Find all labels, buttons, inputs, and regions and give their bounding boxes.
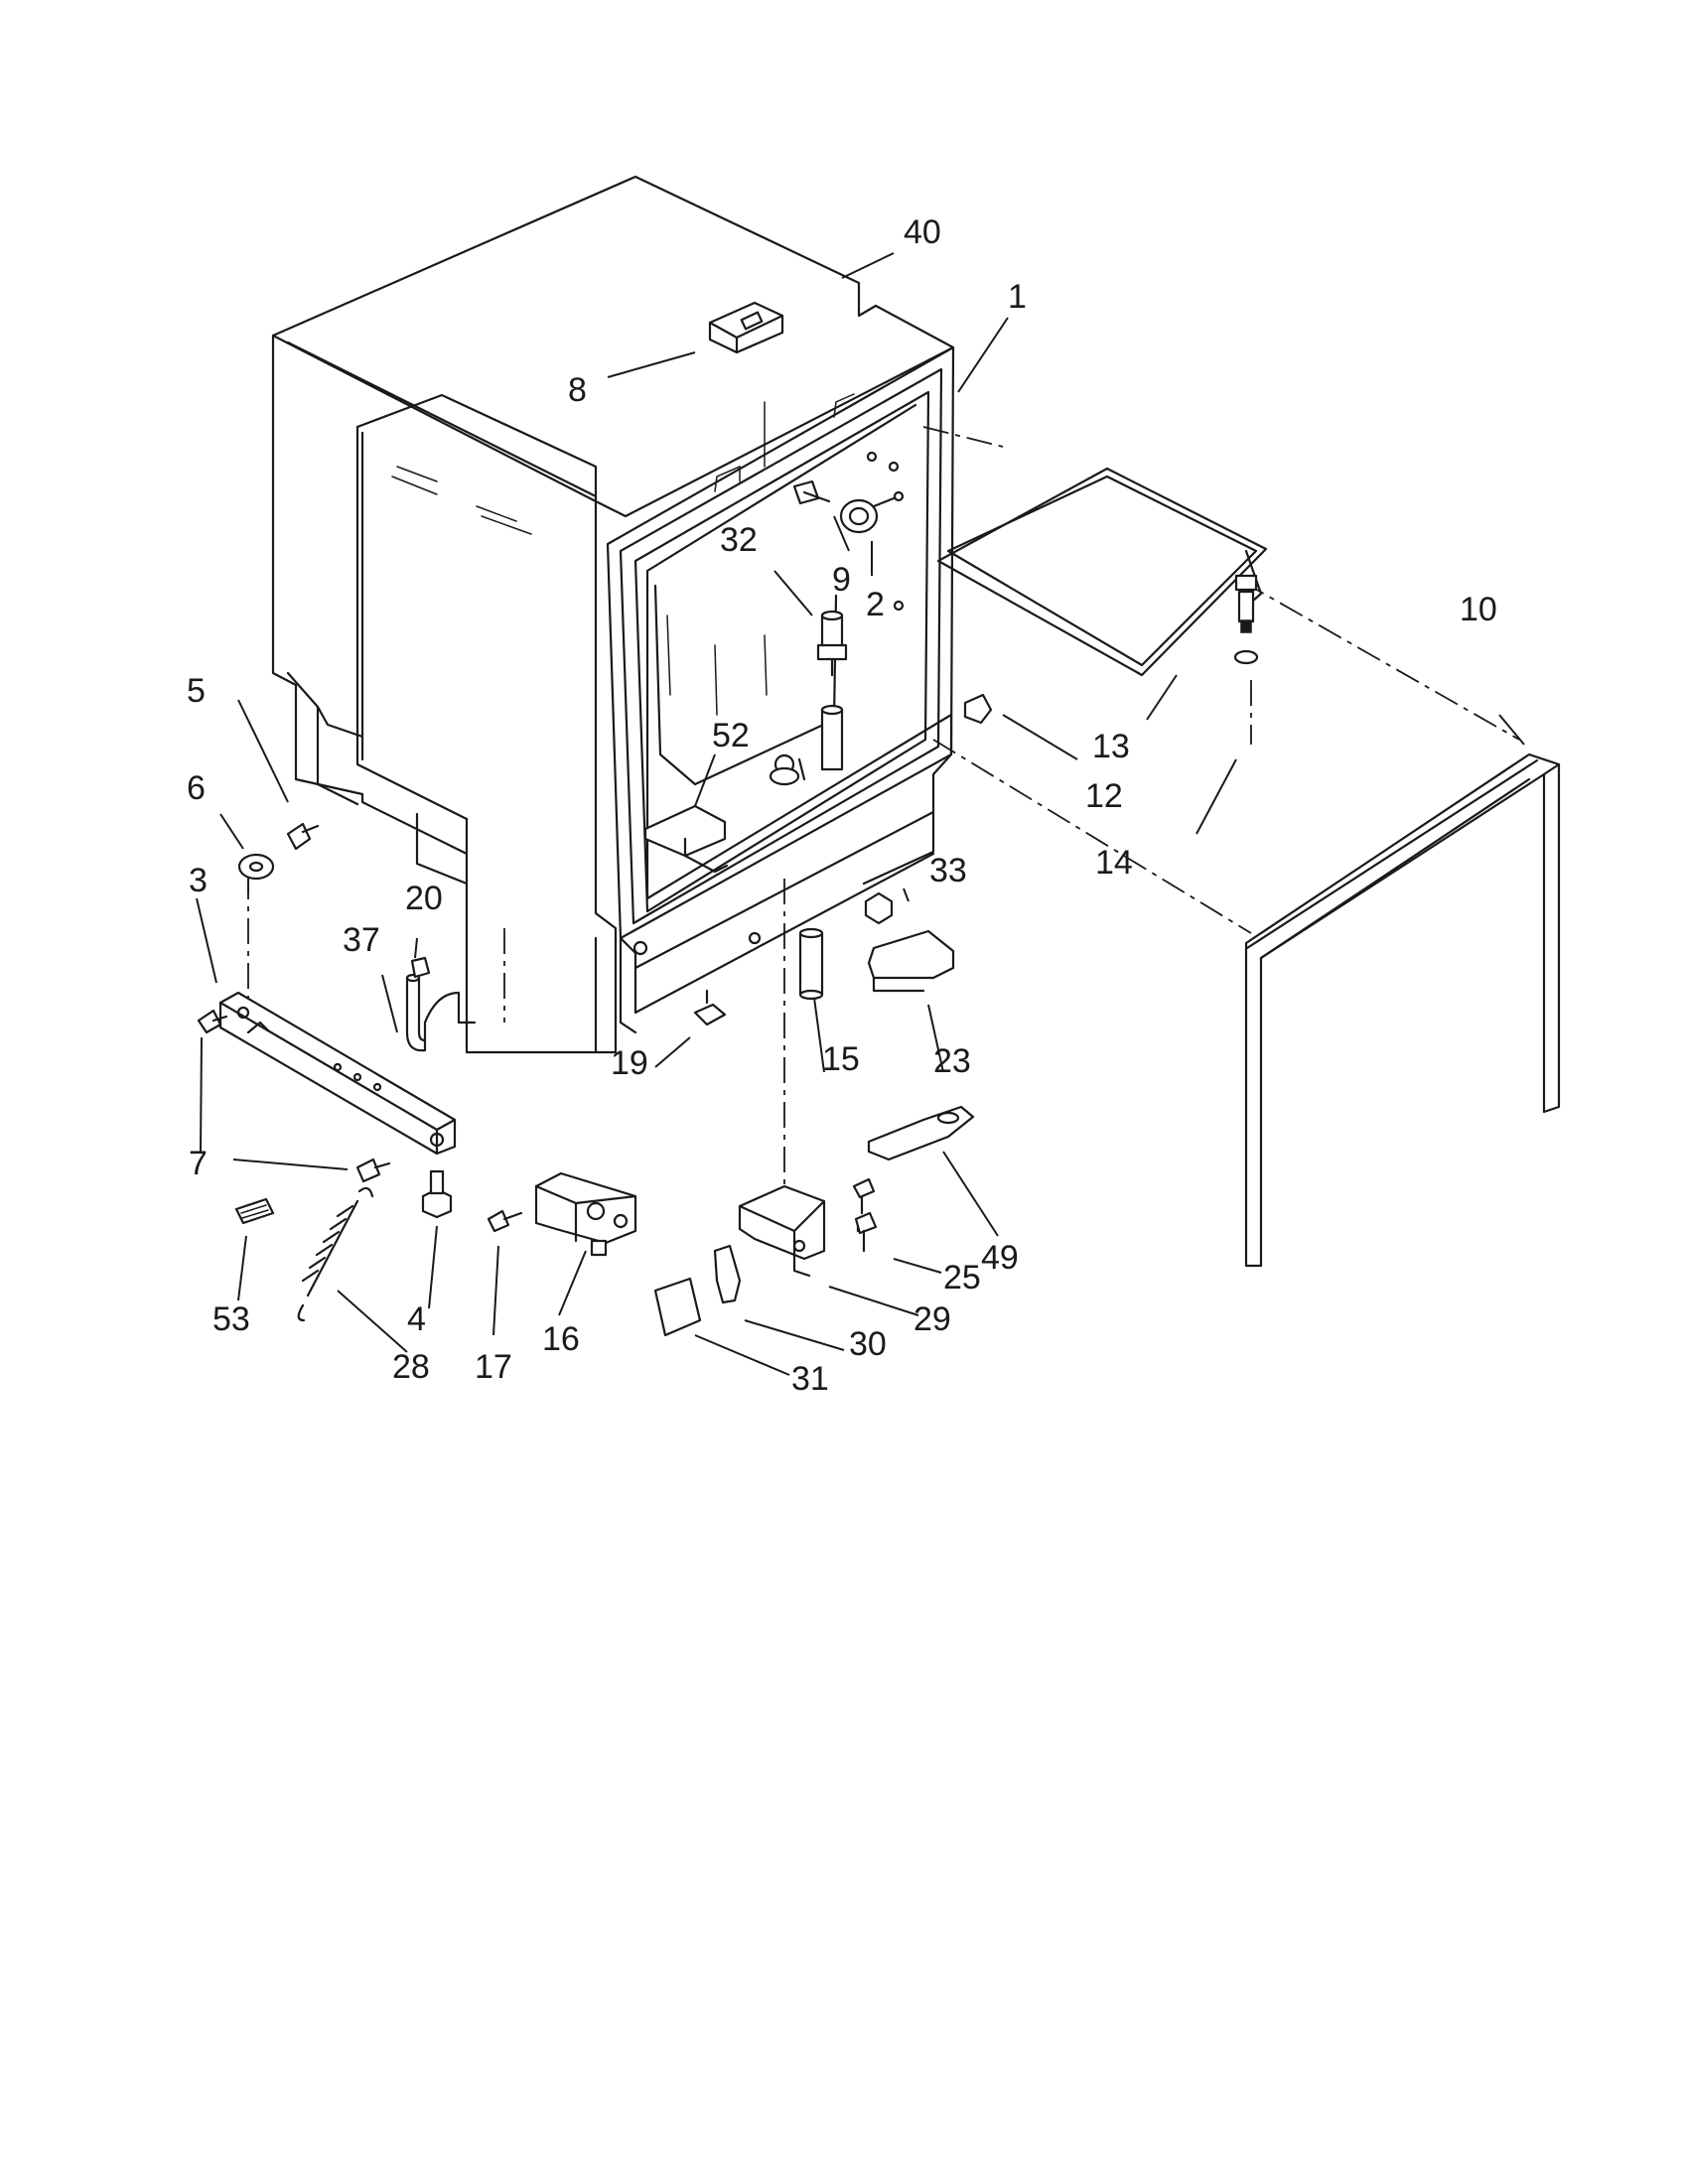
part-2-fitting xyxy=(839,496,896,534)
callout-10: 10 xyxy=(1460,591,1497,628)
part-32-nozzle xyxy=(816,610,848,771)
callout-2: 2 xyxy=(866,586,885,623)
part-15-tube xyxy=(798,927,824,1001)
callout-52: 52 xyxy=(712,717,750,754)
part-7-screw xyxy=(197,1009,391,1183)
part-8-clip xyxy=(708,301,784,354)
callout-32: 32 xyxy=(720,521,758,559)
part-12-clip xyxy=(963,693,993,725)
callout-labels: 40 1 8 9 2 32 10 13 12 14 5 6 3 52 33 20… xyxy=(187,213,1497,1398)
callout-15: 15 xyxy=(822,1040,860,1078)
callout-8: 8 xyxy=(568,371,587,409)
callout-40: 40 xyxy=(904,213,941,251)
part-53-label xyxy=(234,1197,275,1225)
part-52-bracket xyxy=(643,757,806,874)
part-31-plate xyxy=(653,1277,702,1337)
support-frame xyxy=(1244,752,1561,1268)
part-30-cam xyxy=(713,1244,742,1304)
callout-5: 5 xyxy=(187,672,206,710)
part-19-switch xyxy=(693,989,727,1026)
part-17-screw xyxy=(487,1209,523,1233)
leader-lines xyxy=(247,426,1520,1236)
part-6-washer xyxy=(237,853,275,881)
callout-17: 17 xyxy=(475,1348,512,1386)
part-37-hose xyxy=(405,973,477,1052)
callout-28: 28 xyxy=(392,1348,430,1386)
part-16-hinge xyxy=(534,1171,637,1257)
callout-13: 13 xyxy=(1092,728,1130,765)
part-5-screw xyxy=(286,822,320,851)
callout-6: 6 xyxy=(187,769,206,807)
callout-4: 4 xyxy=(407,1300,426,1338)
callout-9: 9 xyxy=(832,561,851,599)
tub-cabinet xyxy=(271,175,955,1054)
part-9-screw xyxy=(764,401,831,505)
part-29-latch xyxy=(738,1184,826,1278)
part-28-spring xyxy=(297,1186,374,1322)
part-23-clamp xyxy=(867,929,955,993)
callout-25: 25 xyxy=(943,1259,981,1297)
part-49-lever xyxy=(867,1105,975,1161)
callout-7: 7 xyxy=(189,1145,208,1182)
part-3-hinge-bracket xyxy=(218,991,457,1156)
callout-23: 23 xyxy=(933,1042,971,1080)
part-33-nut xyxy=(864,891,894,925)
callout-53: 53 xyxy=(212,1300,250,1338)
callout-1: 1 xyxy=(1008,278,1027,316)
callout-12: 12 xyxy=(1085,777,1123,815)
rack-frame xyxy=(936,467,1268,677)
part-4-foot xyxy=(421,1169,453,1219)
callout-16: 16 xyxy=(542,1320,580,1358)
part-20-clamp xyxy=(410,956,431,979)
callout-37: 37 xyxy=(343,921,380,959)
callout-30: 30 xyxy=(849,1325,887,1363)
callout-31: 31 xyxy=(791,1360,829,1398)
callout-arrows xyxy=(196,252,1525,1376)
callout-29: 29 xyxy=(913,1300,951,1338)
callout-49: 49 xyxy=(981,1239,1019,1277)
callout-14: 14 xyxy=(1095,844,1133,882)
callout-20: 20 xyxy=(405,880,443,917)
part-25-screw xyxy=(852,1177,878,1253)
callout-33: 33 xyxy=(929,852,967,889)
callout-19: 19 xyxy=(611,1044,648,1082)
callout-3: 3 xyxy=(189,862,208,899)
